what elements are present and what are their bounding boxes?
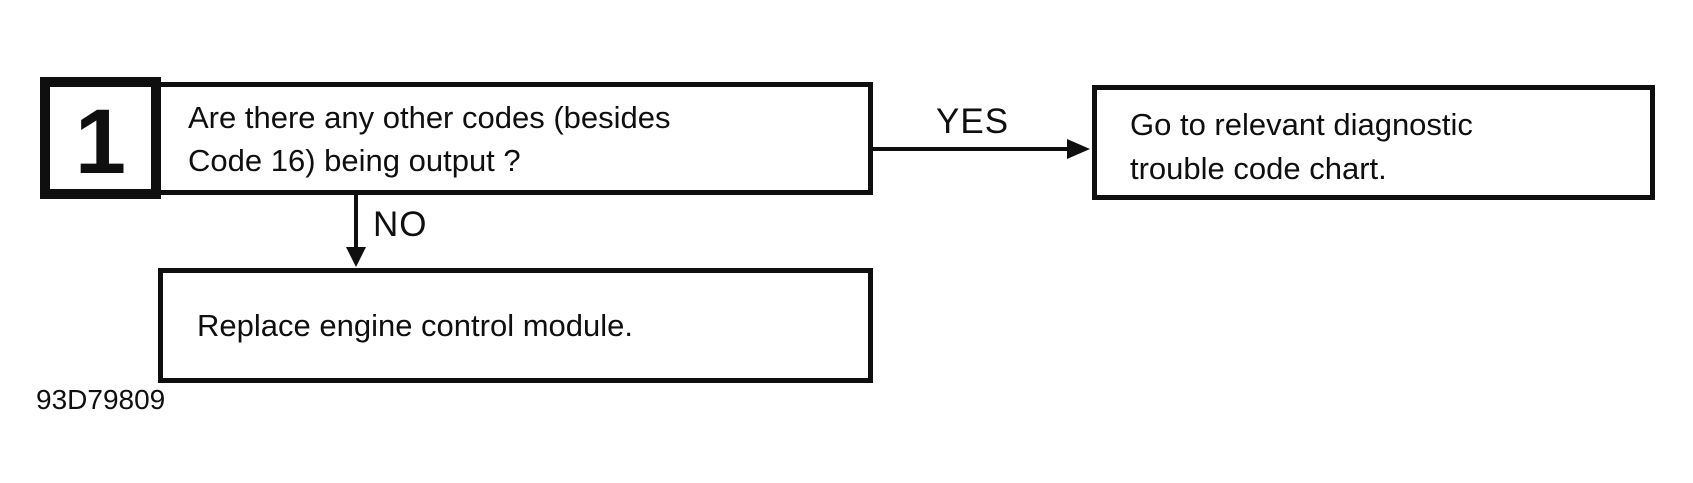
figure-code: 93D79809 [36,384,166,415]
yes-branch-label: YES [936,102,1010,141]
question-text-line-2: Code 16) being output ? [188,143,521,178]
no-result-box: Replace engine control module. [158,268,873,383]
step-number: 1 [74,90,127,193]
arrow-down-icon [346,247,366,267]
yes-result-box: Go to relevant diagnostic trouble code c… [1092,85,1655,200]
step-number-box: 1 [40,77,161,199]
no-connector-line [354,195,358,253]
arrow-right-icon [1067,139,1090,159]
yes-connector-line [873,147,1071,151]
question-box: Are there any other codes (besides Code … [150,82,873,195]
yes-result-text-line-2: trouble code chart. [1130,151,1387,186]
no-branch-label: NO [373,205,428,244]
no-result-text: Replace engine control module. [197,307,633,343]
yes-result-text-line-1: Go to relevant diagnostic [1130,107,1473,142]
question-text-line-1: Are there any other codes (besides [188,100,671,135]
